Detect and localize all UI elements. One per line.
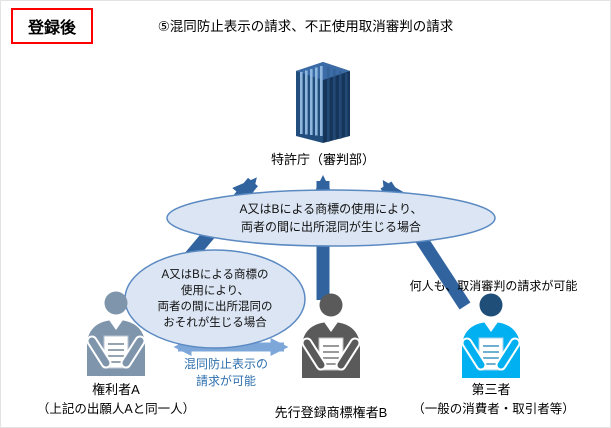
actor-b-label: 先行登録商標権者B xyxy=(274,405,388,420)
building-side-face xyxy=(323,62,350,143)
person-collar xyxy=(484,322,498,332)
page-title: ⑤混同防止表示の請求、不正使用取消審判の請求 xyxy=(157,19,454,34)
person-head xyxy=(479,293,503,317)
person-icon-right-holder-a xyxy=(86,291,146,376)
person-arms xyxy=(461,337,521,371)
actor-a-sublabel: （上記の出願人Aと同一人） xyxy=(36,402,196,416)
person-head xyxy=(319,293,343,317)
anyone-can-request-note: 何人も、取消審判の請求が可能 xyxy=(409,279,578,293)
person-arms xyxy=(301,337,361,371)
person-head xyxy=(104,291,128,315)
building-windows xyxy=(300,66,323,136)
building-windows-shaded xyxy=(327,67,348,142)
building-icon xyxy=(296,62,350,143)
building-roof xyxy=(296,62,350,80)
large-confusion-ellipse xyxy=(166,189,496,247)
person-collar xyxy=(109,320,123,330)
actor-a-label: 権利者A xyxy=(92,382,140,397)
large-ellipse-label: A又はBによる商標の使用により、 両者の間に出所混同が生じる場合 xyxy=(239,202,423,234)
person-arms xyxy=(86,335,146,369)
third-party-sublabel: （一般の消費者・取引者等） xyxy=(412,402,575,416)
mutual-request-note: 混同防止表示の 請求が可能 xyxy=(183,357,268,389)
small-ellipse-label: A又はBによる商標の 使用により、 両者の間に出所混同の おそれが生じる場合 xyxy=(157,268,273,330)
patent-office-label: 特許庁（審判部） xyxy=(270,152,375,167)
stage-badge: 登録後 xyxy=(11,8,94,44)
third-party-label: 第三者 xyxy=(471,382,511,397)
person-icon-third-party xyxy=(461,293,521,378)
person-icon-prior-registrant-b xyxy=(301,293,361,378)
person-collar xyxy=(324,322,338,332)
